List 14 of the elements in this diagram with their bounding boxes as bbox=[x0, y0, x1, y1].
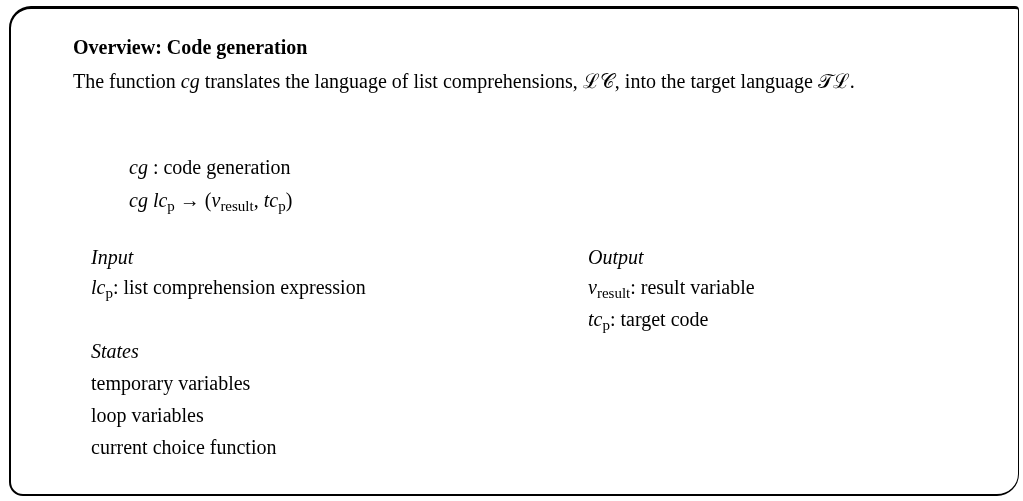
text-line: The function cg translates the language of list comprehensions, ℒ𝒞, into the target language 𝒯ℒ. bbox=[73, 69, 856, 95]
text-line: loop variables bbox=[91, 403, 205, 429]
text-line: lc$_{p}$: list comprehension expression bbox=[91, 275, 367, 303]
text-line: temporary variables bbox=[91, 371, 252, 397]
overview-panel bbox=[9, 6, 1019, 496]
section-heading: Output bbox=[588, 245, 645, 271]
text-line: v$_{result}$: result variable bbox=[588, 275, 756, 303]
text-line: current choice function bbox=[91, 435, 278, 460]
text-line: cg lc$_{p}$ → (v$_{result}$, tc$_{p}$) bbox=[129, 188, 294, 216]
section-heading: Input bbox=[91, 245, 135, 271]
heading: Overview: Code generation bbox=[73, 35, 309, 61]
text-line: tc$_{p}$: target code bbox=[588, 307, 710, 335]
section-heading: States bbox=[91, 339, 140, 364]
text-line: cg : code generation bbox=[129, 155, 292, 181]
